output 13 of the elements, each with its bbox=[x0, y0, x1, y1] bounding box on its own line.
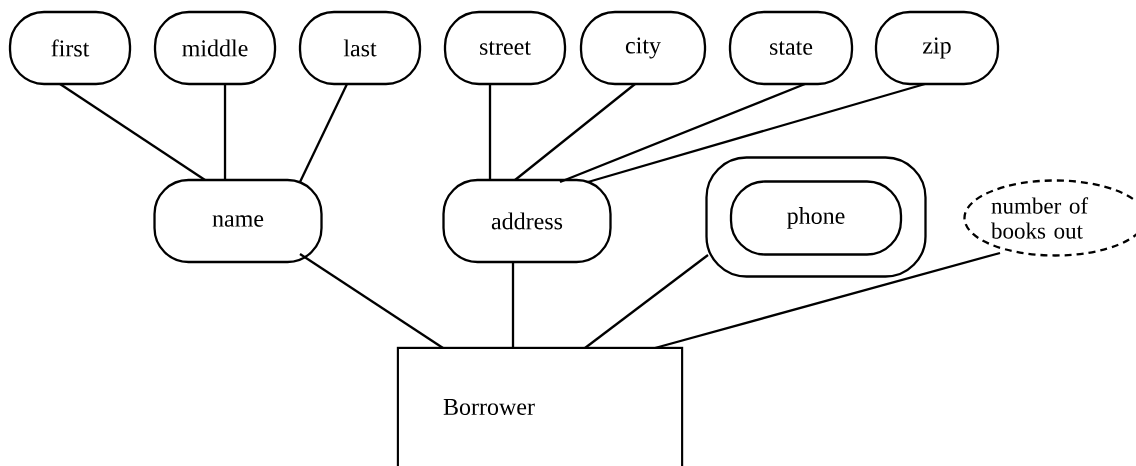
multivalued-attribute-frame bbox=[705, 156, 927, 278]
connector-line bbox=[298, 83, 349, 183]
connector-line bbox=[488, 84, 492, 180]
connector-line bbox=[59, 83, 206, 181]
connector-line bbox=[299, 253, 444, 349]
connector-line bbox=[511, 262, 515, 348]
connector-line bbox=[654, 251, 1001, 350]
entity-box: Borrower bbox=[396, 346, 684, 466]
connector-line bbox=[584, 254, 709, 349]
connector-line bbox=[587, 82, 926, 184]
connector-line bbox=[559, 82, 806, 184]
connector-line bbox=[514, 83, 636, 181]
connector-line bbox=[223, 84, 227, 180]
